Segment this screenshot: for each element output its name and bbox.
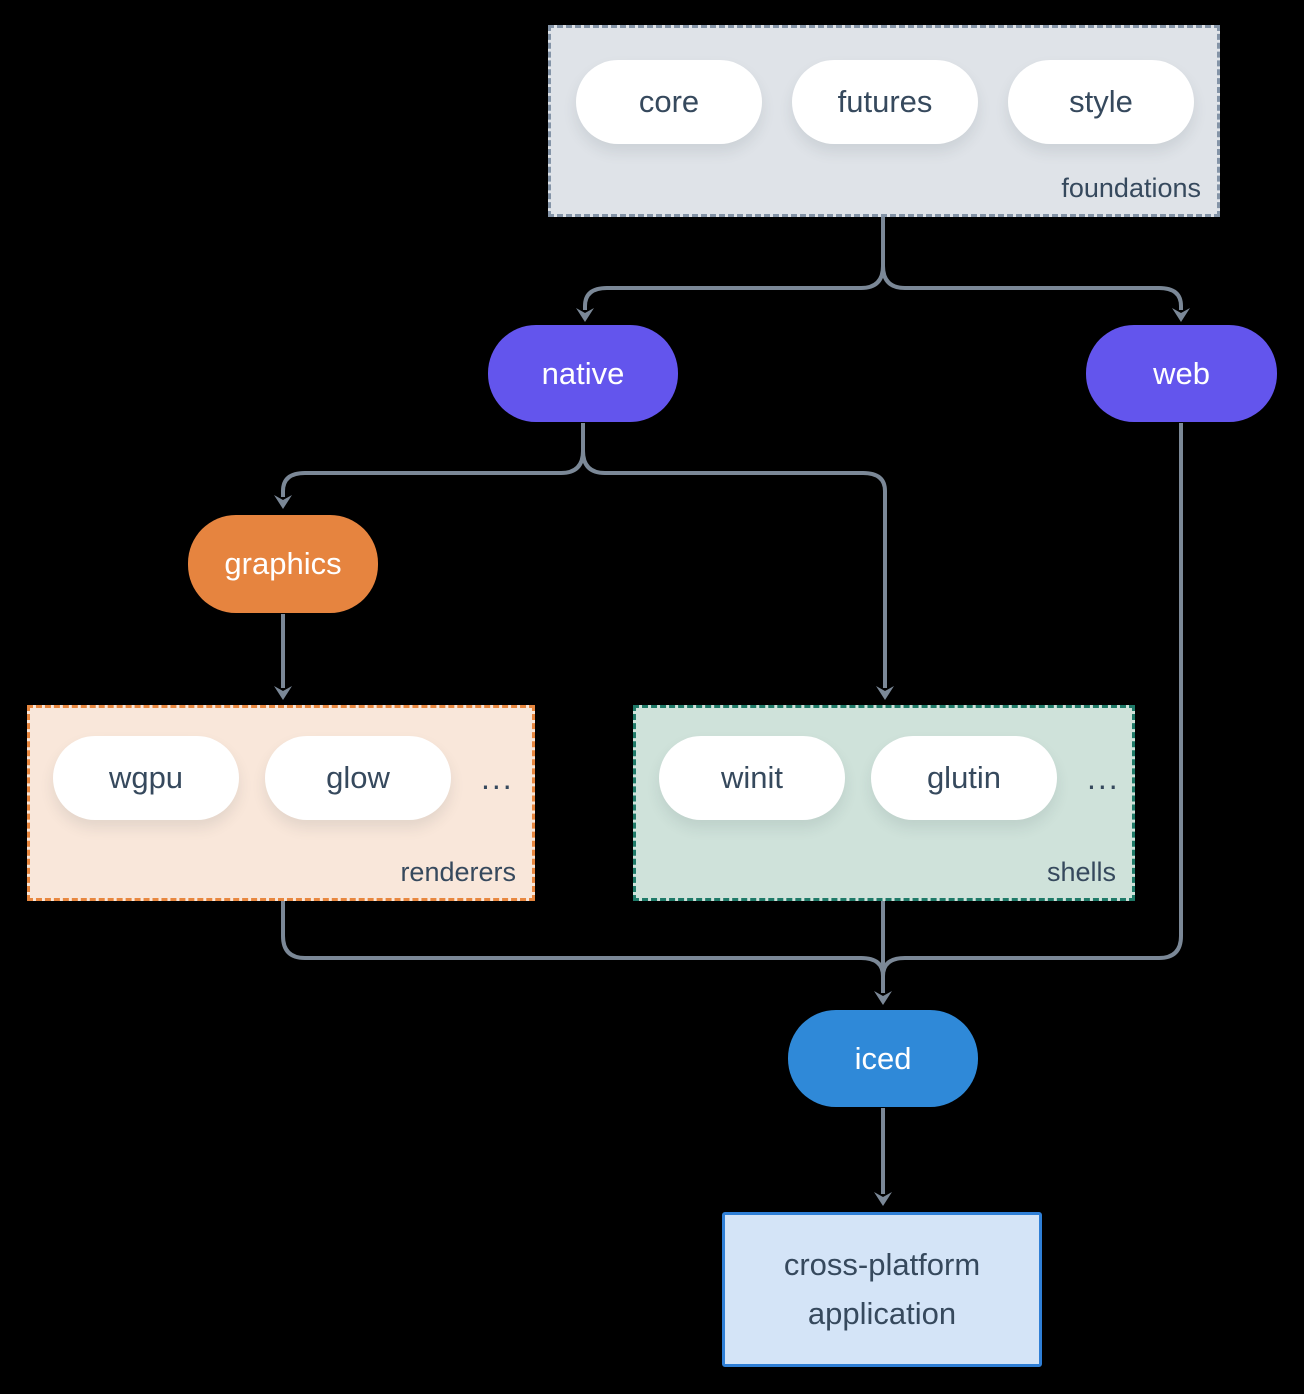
renderers-label: renderers: [400, 857, 516, 887]
node-graphics: graphics: [188, 515, 378, 613]
shells-pill-row: winit glutin ...: [636, 708, 1132, 820]
shells-label: shells: [1046, 857, 1116, 887]
node-futures: futures: [792, 60, 978, 144]
node-web: web: [1086, 325, 1277, 422]
node-style: style: [1008, 60, 1194, 144]
node-core: core: [576, 60, 762, 144]
shells-ellipsis: ...: [1087, 759, 1120, 796]
node-cross-platform-application: cross-platform application: [722, 1212, 1042, 1367]
node-glutin: glutin: [871, 736, 1057, 820]
foundations-pill-row: core futures style: [551, 28, 1217, 144]
renderers-group: wgpu glow ... renderers: [27, 705, 535, 901]
renderers-pill-row: wgpu glow ...: [30, 708, 532, 820]
node-native: native: [488, 325, 678, 422]
node-winit: winit: [659, 736, 845, 820]
node-wgpu: wgpu: [53, 736, 239, 820]
foundations-label: foundations: [1061, 173, 1201, 203]
shells-group: winit glutin ... shells: [633, 705, 1135, 901]
node-glow: glow: [265, 736, 451, 820]
foundations-group: core futures style foundations: [548, 25, 1220, 217]
node-iced: iced: [788, 1010, 978, 1107]
renderers-ellipsis: ...: [481, 759, 514, 796]
